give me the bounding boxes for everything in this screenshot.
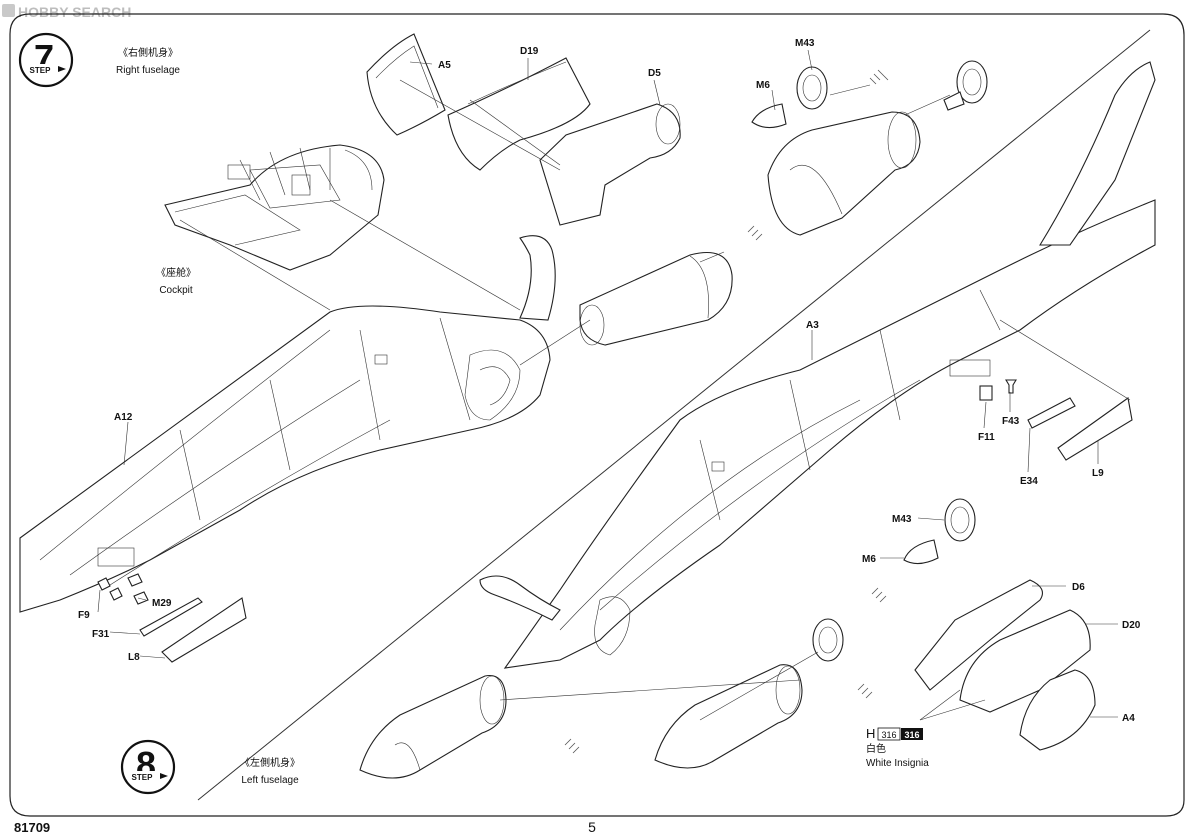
right-fuselage-cn: 《右側机身》 (118, 46, 178, 59)
cockpit-tub (164, 144, 385, 271)
exhaust-can-lower-left (359, 674, 507, 779)
step-8-badge: 8 STEP (120, 739, 176, 795)
watermark-logo: HOBBY SEARCH (2, 4, 131, 20)
small-parts-left (97, 573, 247, 663)
part-label-f9: F9 (78, 610, 90, 621)
step-divider (197, 29, 1151, 801)
part-label-a12: A12 (114, 412, 133, 423)
decal-callout: H 316 316 白色 White Insignia (866, 726, 929, 769)
decal-color-en: White Insignia (866, 758, 929, 769)
part-label-l9: L9 (1092, 468, 1104, 479)
part-label-m29: M29 (152, 598, 172, 609)
decal-code-solid: 316 (904, 730, 919, 740)
step-7-label: STEP (30, 66, 52, 75)
cockpit-en: Cockpit (159, 285, 193, 296)
part-label-a4: A4 (1122, 713, 1135, 724)
decal-color-cn: 白色 (866, 742, 886, 755)
right-fuselage-en: Right fuselage (116, 65, 180, 76)
part-label-m6-lower: M6 (862, 554, 876, 565)
part-label-d5: D5 (648, 68, 661, 79)
part-label-f31: F31 (92, 629, 110, 640)
part-label-m43-upper: M43 (795, 38, 815, 49)
part-label-d20: D20 (1122, 620, 1141, 631)
part-label-d6: D6 (1072, 582, 1085, 593)
part-label-a5: A5 (438, 60, 451, 71)
part-label-f11: F11 (978, 432, 995, 443)
step-7-badge: 7 STEP (18, 32, 74, 88)
engine-can-mid (579, 251, 733, 346)
exhaust-can-lower-mid (654, 664, 803, 769)
cockpit-cn: 《座舱》 (156, 266, 196, 279)
left-fuselage-half (479, 61, 1156, 669)
page-border (9, 13, 1185, 817)
motion-arrows (564, 69, 889, 754)
tailpipe-upper-right (767, 111, 921, 236)
intake-part-d5 (539, 103, 681, 226)
tailpipe-parts-lower (914, 579, 1096, 751)
part-label-d19: D19 (520, 46, 539, 57)
decal-letter: H (866, 726, 875, 741)
part-label-m6-upper: M6 (756, 80, 770, 91)
wheel-m43-upper (751, 60, 988, 129)
part-label-l8: L8 (128, 652, 140, 663)
left-fuselage-cn: 《左側机身》 (240, 756, 300, 769)
step-8-label: STEP (132, 773, 154, 782)
page-number: 5 (588, 819, 596, 835)
wheel-m43-lower (812, 498, 976, 662)
left-fuselage-en: Left fuselage (241, 775, 299, 786)
kit-number: 81709 (14, 820, 50, 835)
arrow-right-icon (58, 66, 66, 72)
part-label-a3: A3 (806, 320, 819, 331)
arrow-right-icon (160, 773, 168, 779)
watermark-text: HOBBY SEARCH (18, 4, 131, 20)
right-fuselage-half (19, 235, 556, 613)
small-parts-right (979, 379, 1133, 461)
canopy-part-a5 (366, 33, 446, 136)
canopy-part-d19 (447, 57, 591, 171)
decal-code-outline: 316 (881, 730, 896, 740)
part-label-f43: F43 (1002, 416, 1020, 427)
assembly-guide-lines (179, 79, 1131, 721)
part-label-e34: E34 (1020, 476, 1038, 487)
part-label-m43-lower: M43 (892, 514, 912, 525)
leader-lines (97, 49, 1118, 721)
